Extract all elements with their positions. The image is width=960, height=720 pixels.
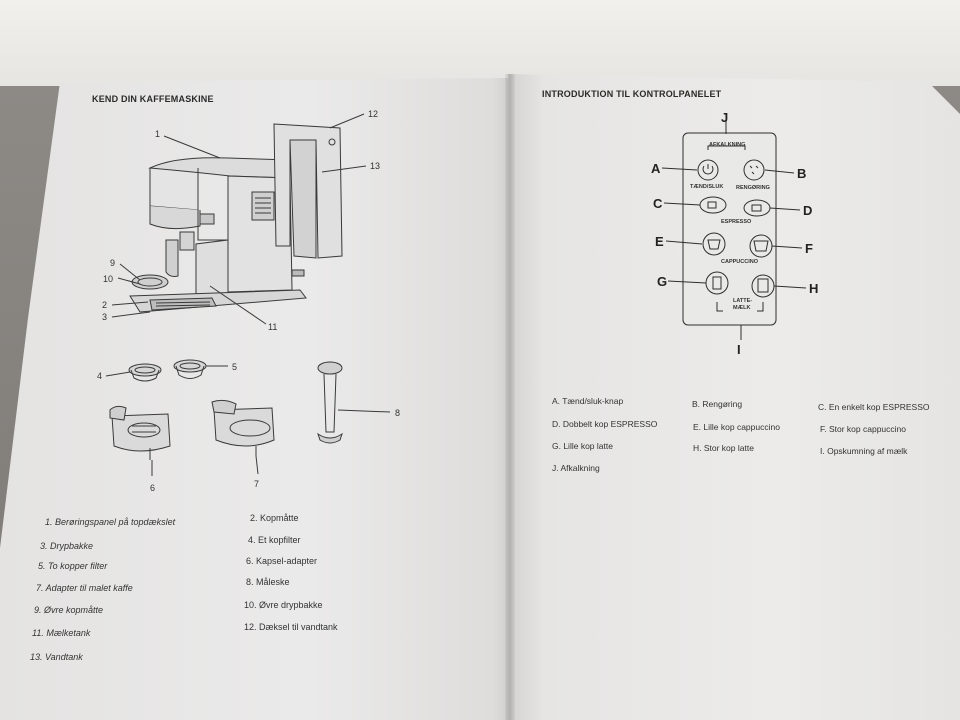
part-7: 7. Adapter til malet kaffe [36, 583, 133, 593]
right-page-title: INTRODUKTION TIL KONTROLPANELET [542, 89, 722, 99]
latte-label-2: MÆLK [733, 305, 750, 311]
cappuccino-small-button[interactable] [702, 232, 726, 256]
callout-3: 3 [102, 312, 107, 322]
part-4: 4. Et kopfilter [248, 535, 301, 545]
background-page [0, 0, 960, 86]
part-13: 13. Vandtank [30, 652, 83, 662]
legend-c: C. En enkelt kop ESPRESSO [818, 402, 930, 412]
part-5: 5. To kopper filter [38, 561, 108, 571]
part-12: 12. Dæksel til vandtank [244, 622, 338, 632]
panel-letter-h: H [809, 281, 818, 296]
power-label: TÆND/SLUK [690, 184, 723, 190]
panel-letter-i: I [737, 342, 741, 357]
callout-8: 8 [395, 408, 400, 418]
callout-6: 6 [150, 483, 155, 493]
part-9: 9. Øvre kopmåtte [34, 605, 104, 615]
panel-letter-g: G [657, 274, 667, 289]
legend-b: B. Rengøring [692, 399, 743, 409]
legend-g: G. Lille kop latte [552, 441, 613, 451]
part-1: 1. Berøringspanel på topdækslet [45, 517, 176, 527]
book-gutter [505, 74, 515, 720]
part-8: 8. Måleske [246, 577, 290, 587]
power-button[interactable] [697, 159, 719, 181]
panel-letter-j: J [721, 110, 728, 125]
legend-i: I. Opskumning af mælk [820, 446, 908, 456]
part-6: 6. Kapsel-adapter [246, 556, 318, 566]
callout-7: 7 [254, 479, 259, 489]
callout-10: 10 [103, 274, 113, 284]
legend-e: E. Lille kop cappuccino [693, 422, 780, 432]
latte-label-1: LATTE- [733, 298, 752, 304]
legend-f: F. Stor kop cappuccino [820, 424, 906, 434]
clean-button[interactable] [743, 159, 765, 181]
part-3: 3. Drypbakke [40, 541, 94, 551]
panel-letter-d: D [803, 203, 812, 218]
callout-12: 12 [368, 109, 378, 119]
callout-5: 5 [232, 362, 237, 372]
espresso-label: ESPRESSO [721, 219, 752, 225]
panel-letter-b: B [797, 166, 806, 181]
panel-letter-e: E [655, 234, 664, 249]
part-2: 2. Kopmåtte [250, 513, 299, 523]
callout-9: 9 [110, 258, 115, 268]
legend-h: H. Stor kop latte [693, 443, 754, 453]
legend-j: J. Afkalkning [552, 463, 600, 473]
part-11: 11. Mælketank [32, 628, 91, 638]
panel-letter-a: A [651, 161, 661, 176]
part-10: 10. Øvre drypbakke [244, 600, 323, 610]
callout-11: 11 [268, 322, 277, 332]
legend-d: D. Dobbelt kop ESPRESSO [552, 419, 658, 429]
left-page-title: KEND DIN KAFFEMASKINE [92, 94, 214, 104]
cappuccino-label: CAPPUCCINO [721, 259, 759, 265]
callout-13: 13 [370, 161, 380, 171]
clean-label: RENGØRING [736, 185, 770, 191]
panel-letter-c: C [653, 196, 663, 211]
callout-2: 2 [102, 300, 107, 310]
callout-4: 4 [97, 371, 102, 381]
legend-a: A. Tænd/sluk-knap [552, 396, 624, 406]
panel-letter-f: F [805, 241, 813, 256]
descale-label: AFKALKNING [709, 142, 745, 148]
control-panel [682, 132, 777, 326]
callout-1: 1 [155, 129, 160, 139]
